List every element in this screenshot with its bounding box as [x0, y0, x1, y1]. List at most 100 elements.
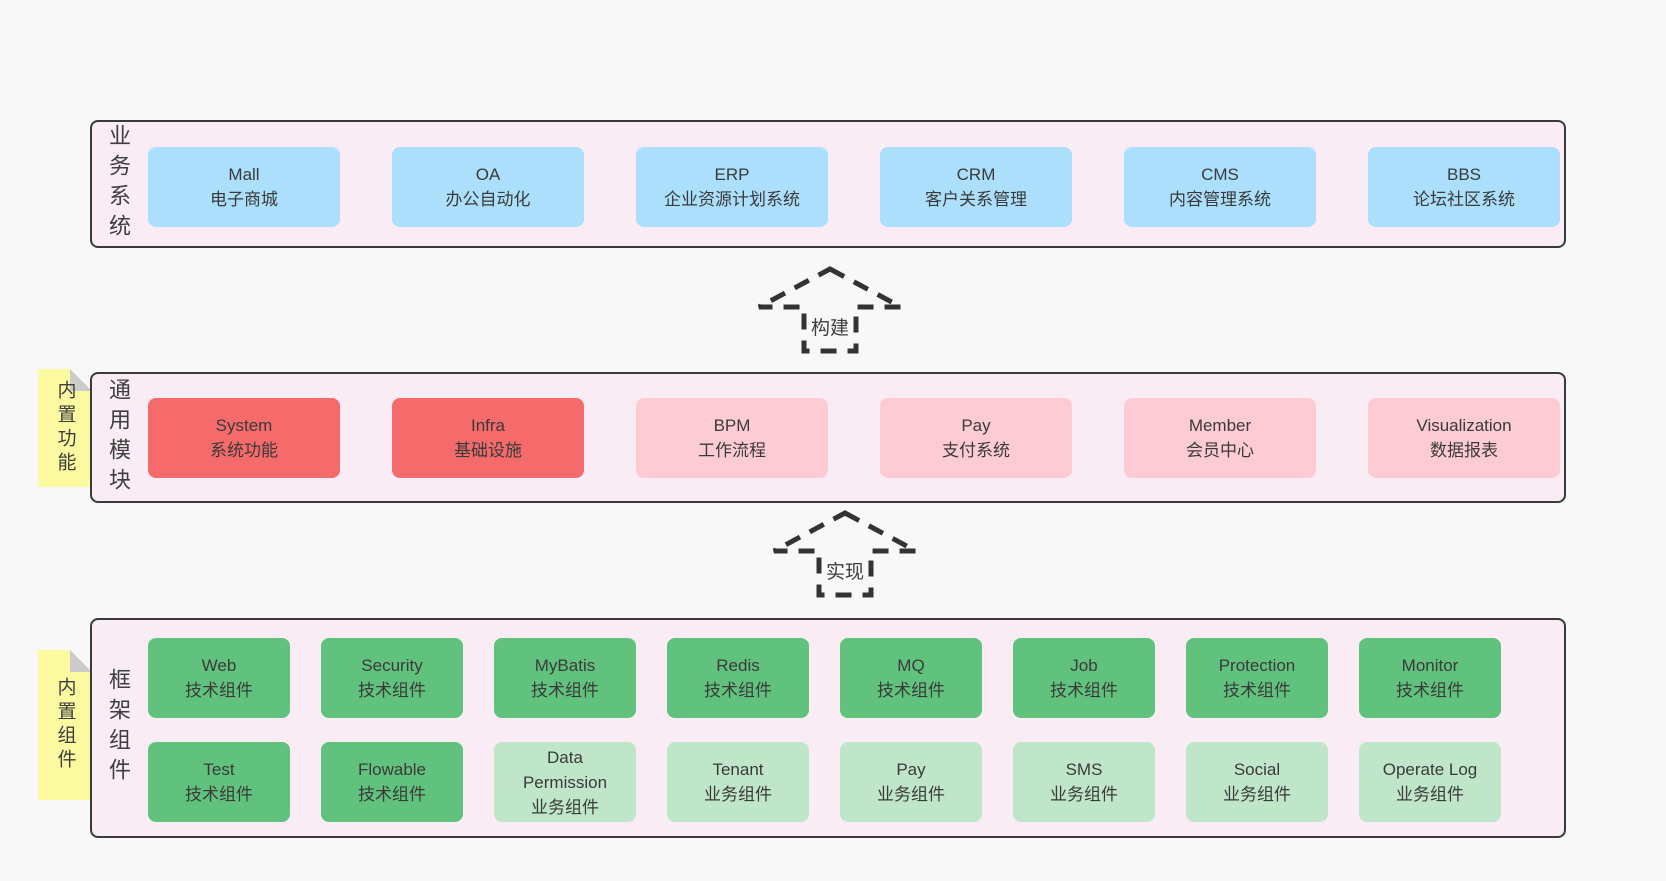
- box-operate-log: Operate Log 业务组件: [1359, 742, 1501, 822]
- panel-common-modules: 通用模块 System 系统功能 Infra 基础设施 BPM 工作流程 Pay…: [90, 372, 1566, 503]
- box-subtitle: 业务组件: [704, 785, 772, 804]
- dashed-up-arrow-icon: [772, 510, 918, 598]
- box-subtitle: 工作流程: [698, 441, 766, 460]
- box-title: BBS: [1446, 165, 1482, 184]
- section-label-framework: 框架组件: [106, 668, 131, 788]
- box-mq: MQ 技术组件: [840, 638, 982, 718]
- box-pay-component: Pay 业务组件: [840, 742, 982, 822]
- box-subtitle: 客户关系管理: [925, 190, 1027, 209]
- box-subtitle: 技术组件: [358, 681, 426, 700]
- box-title: CMS: [1201, 165, 1239, 184]
- box-subtitle: 论坛社区系统: [1413, 190, 1515, 209]
- box-subtitle: 技术组件: [704, 681, 772, 700]
- dashed-up-arrow-icon: [757, 266, 903, 354]
- box-cms: CMS 内容管理系统: [1124, 147, 1316, 227]
- box-subtitle: 技术组件: [1223, 681, 1291, 700]
- box-title: Pay: [961, 416, 991, 435]
- business-box-row: Mall 电子商城 OA 办公自动化 ERP 企业资源计划系统 CRM 客户关系…: [148, 147, 1560, 227]
- box-bpm: BPM 工作流程: [636, 398, 828, 478]
- box-subtitle: 业务组件: [1050, 785, 1118, 804]
- arrow-label-implement: 实现: [822, 562, 868, 584]
- box-subtitle: 业务组件: [531, 797, 599, 817]
- box-bbs: BBS 论坛社区系统: [1368, 147, 1560, 227]
- box-member: Member 会员中心: [1124, 398, 1316, 478]
- box-visualization: Visualization 数据报表: [1368, 398, 1560, 478]
- arrow-up-build: 构建: [755, 266, 905, 354]
- framework-box-row-2: Test 技术组件 Flowable 技术组件 Data Permission …: [148, 742, 1501, 822]
- box-subtitle: 业务组件: [1396, 785, 1464, 804]
- box-title: Monitor: [1401, 656, 1459, 675]
- box-subtitle: 系统功能: [210, 441, 278, 460]
- box-tenant: Tenant 业务组件: [667, 742, 809, 822]
- box-title: MyBatis: [534, 656, 596, 675]
- section-label-business: 业务系统: [106, 124, 131, 244]
- box-title: Pay: [896, 760, 926, 779]
- box-title: SMS: [1065, 760, 1103, 779]
- box-subtitle: 电子商城: [210, 190, 278, 209]
- box-title: CRM: [956, 165, 996, 184]
- box-infra: Infra 基础设施: [392, 398, 584, 478]
- box-subtitle: 业务组件: [877, 785, 945, 804]
- panel-framework-components: 框架组件 Web 技术组件 Security 技术组件 MyBatis 技术组件…: [90, 618, 1566, 838]
- box-title: Redis: [716, 656, 760, 675]
- box-web: Web 技术组件: [148, 638, 290, 718]
- box-subtitle: 办公自动化: [445, 190, 531, 209]
- box-title: Flowable: [357, 760, 427, 779]
- box-title: ERP: [714, 165, 750, 184]
- box-title: Job: [1070, 656, 1098, 675]
- box-subtitle: 内容管理系统: [1169, 190, 1271, 209]
- sticky-note-built-in-components: 内置组件: [38, 650, 92, 800]
- modules-box-row: System 系统功能 Infra 基础设施 BPM 工作流程 Pay 支付系统…: [148, 398, 1560, 478]
- box-redis: Redis 技术组件: [667, 638, 809, 718]
- box-title: Infra: [470, 416, 506, 435]
- box-data-permission: Data Permission 业务组件: [494, 742, 636, 822]
- box-subtitle: 技术组件: [1050, 681, 1118, 700]
- box-subtitle: 基础设施: [454, 441, 522, 460]
- box-subtitle: 技术组件: [877, 681, 945, 700]
- box-title: Member: [1188, 416, 1252, 435]
- section-label-modules: 通用模块: [106, 377, 131, 498]
- box-subtitle: 技术组件: [1396, 681, 1464, 700]
- box-subtitle: 会员中心: [1186, 441, 1254, 460]
- framework-box-row-1: Web 技术组件 Security 技术组件 MyBatis 技术组件 Redi…: [148, 638, 1501, 718]
- box-subtitle: 技术组件: [185, 785, 253, 804]
- box-subtitle: 技术组件: [358, 785, 426, 804]
- box-title: Social: [1233, 760, 1281, 779]
- box-sms: SMS 业务组件: [1013, 742, 1155, 822]
- box-title: Protection: [1218, 656, 1296, 675]
- box-oa: OA 办公自动化: [392, 147, 584, 227]
- box-flowable: Flowable 技术组件: [321, 742, 463, 822]
- box-mall: Mall 电子商城: [148, 147, 340, 227]
- arrow-label-build: 构建: [807, 318, 853, 340]
- box-title: Operate Log: [1382, 760, 1478, 779]
- box-subtitle: 支付系统: [942, 441, 1010, 460]
- box-mybatis: MyBatis 技术组件: [494, 638, 636, 718]
- arrow-up-implement: 实现: [770, 510, 920, 598]
- box-title: Test: [203, 760, 235, 779]
- note-label: 内置功能: [54, 380, 76, 476]
- box-pay: Pay 支付系统: [880, 398, 1072, 478]
- note-label: 内置组件: [54, 677, 76, 773]
- box-protection: Protection 技术组件: [1186, 638, 1328, 718]
- box-subtitle: 数据报表: [1430, 441, 1498, 460]
- box-title: Mall: [228, 165, 260, 184]
- box-monitor: Monitor 技术组件: [1359, 638, 1501, 718]
- box-system: System 系统功能: [148, 398, 340, 478]
- box-test: Test 技术组件: [148, 742, 290, 822]
- panel-business-systems: 业务系统 Mall 电子商城 OA 办公自动化 ERP 企业资源计划系统 CRM…: [90, 120, 1566, 248]
- box-title: System: [215, 416, 273, 435]
- sticky-note-built-in-features: 内置功能: [38, 369, 92, 487]
- box-subtitle: 技术组件: [185, 681, 253, 700]
- box-title: OA: [475, 165, 501, 184]
- box-title: Web: [201, 656, 237, 675]
- box-subtitle: 企业资源计划系统: [664, 190, 800, 209]
- box-job: Job 技术组件: [1013, 638, 1155, 718]
- box-title: Visualization: [1416, 416, 1512, 435]
- box-title: BPM: [713, 416, 751, 435]
- box-subtitle: 业务组件: [1223, 785, 1291, 804]
- box-title: MQ: [897, 656, 925, 675]
- box-crm: CRM 客户关系管理: [880, 147, 1072, 227]
- box-title: Security: [361, 656, 423, 675]
- box-erp: ERP 企业资源计划系统: [636, 147, 828, 227]
